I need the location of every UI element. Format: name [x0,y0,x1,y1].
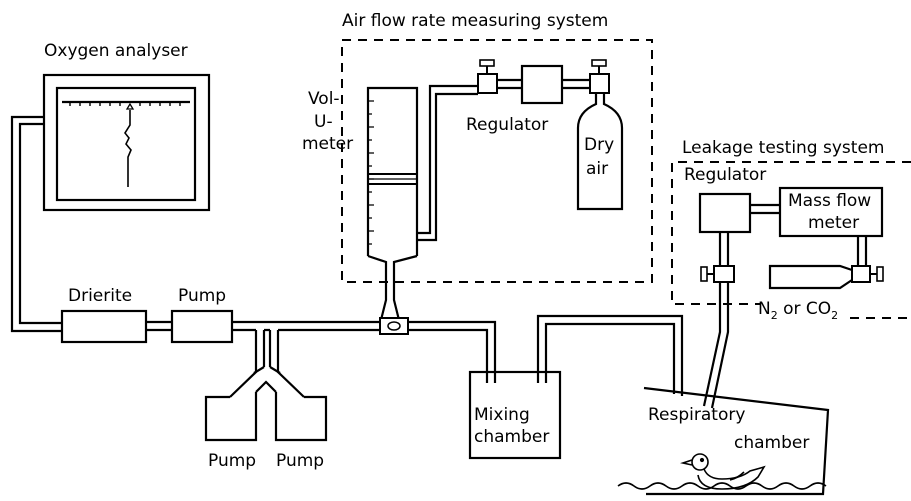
dry-air-label-2: air [586,159,608,179]
tube-analyser-drierite [10,115,62,333]
mass-flow-label-1: Mass flow [788,191,871,211]
pump-main-label: Pump [178,286,226,306]
valve-icon [851,265,884,283]
air-flow-system-label: Air flow rate measuring system [342,11,608,31]
regulator-leak-label: Regulator [684,165,766,185]
valve-icon [477,59,498,94]
gas-label: N2 or CO2 [758,299,838,322]
valve-icon [589,59,610,94]
regulator-top-label: Regulator [466,115,548,135]
oxygen-analyser [42,73,211,212]
mixing-label-1: Mixing [474,405,530,425]
gas-cylinder [768,264,853,290]
tube-meter-regulator [417,84,478,242]
pump-right-label: Pump [276,451,324,471]
mass-flow-meter [778,186,884,238]
tube-mixing-resp [536,314,684,396]
drierite-label: Drierite [68,286,132,306]
regulator-top [520,64,564,105]
valve-icon [700,265,735,283]
respiratory-chamber [643,386,830,496]
resp-label-1: Respiratory [648,405,745,425]
mass-flow-label-2: meter [808,213,859,233]
dry-air-label-1: Dry [584,135,614,155]
resp-label-2: chamber [734,433,809,453]
leakage-system-label: Leakage testing system [682,138,884,158]
oxygen-analyser-label: Oxygen analyser [44,41,188,61]
duck-icon [680,453,766,490]
leakage-system-boundary [671,161,911,319]
air-flow-system-boundary [341,39,653,283]
volu-meter-label-1: Vol- [308,89,340,109]
mixing-label-2: chamber [474,427,549,447]
volu-meter-label-2: U- [314,112,333,132]
dry-air-cylinder [576,93,624,211]
pump-main [170,309,234,344]
tube-leak-resp [718,232,730,266]
drierite [60,309,148,344]
tube-side-pumps [229,330,305,398]
volu-meter-label-3: meter [302,134,353,154]
volu-meter [366,86,419,322]
pump-left-label: Pump [208,451,256,471]
mixing-chamber [468,370,562,460]
regulator-leak [698,192,752,234]
tee-junction [379,317,409,335]
water-waves [617,482,827,490]
y-splitter [204,392,328,442]
